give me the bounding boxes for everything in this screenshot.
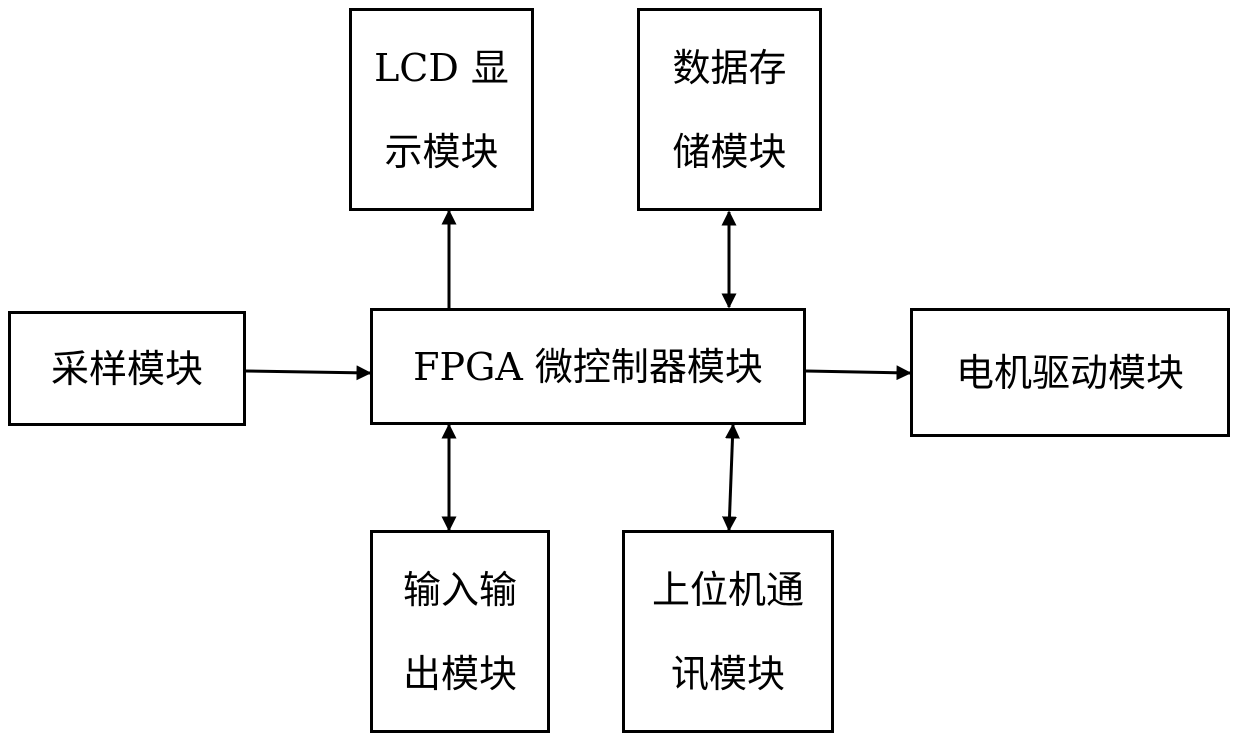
motor-driver-module-label: 电机驱动模块 xyxy=(955,350,1184,395)
host-communication-module-label-line1: 上位机通 xyxy=(651,567,804,612)
input-output-module-label-line1: 输入输 xyxy=(402,567,517,612)
lcd-display-module-label-line2: 示模块 xyxy=(384,129,499,174)
host-communication-module-label-line2: 讯模块 xyxy=(670,651,785,696)
lcd-display-module-label-line1: LCD 显 xyxy=(374,45,509,90)
arrow-sampling-to-fpga xyxy=(245,365,372,381)
arrow-fpga-to-motor xyxy=(805,365,912,381)
host-communication-module-box: 上位机通 讯模块 xyxy=(622,530,834,733)
motor-driver-module-box: 电机驱动模块 xyxy=(910,308,1230,437)
input-output-module-box: 输入输 出模块 xyxy=(370,530,550,733)
fpga-microcontroller-module-box: FPGA 微控制器模块 xyxy=(370,308,806,425)
sampling-module-label: 采样模块 xyxy=(50,346,203,391)
lcd-display-module-box: LCD 显 示模块 xyxy=(349,8,534,211)
data-storage-module-box: 数据存 储模块 xyxy=(637,8,822,211)
fpga-microcontroller-module-label: FPGA 微控制器模块 xyxy=(413,344,763,389)
sampling-module-box: 采样模块 xyxy=(8,311,246,426)
input-output-module-label-line2: 出模块 xyxy=(402,651,517,696)
data-storage-module-label-line1: 数据存 xyxy=(672,45,787,90)
data-storage-module-label-line2: 储模块 xyxy=(672,129,787,174)
arrow-fpga-hostcomm-bidirectional xyxy=(722,423,740,532)
